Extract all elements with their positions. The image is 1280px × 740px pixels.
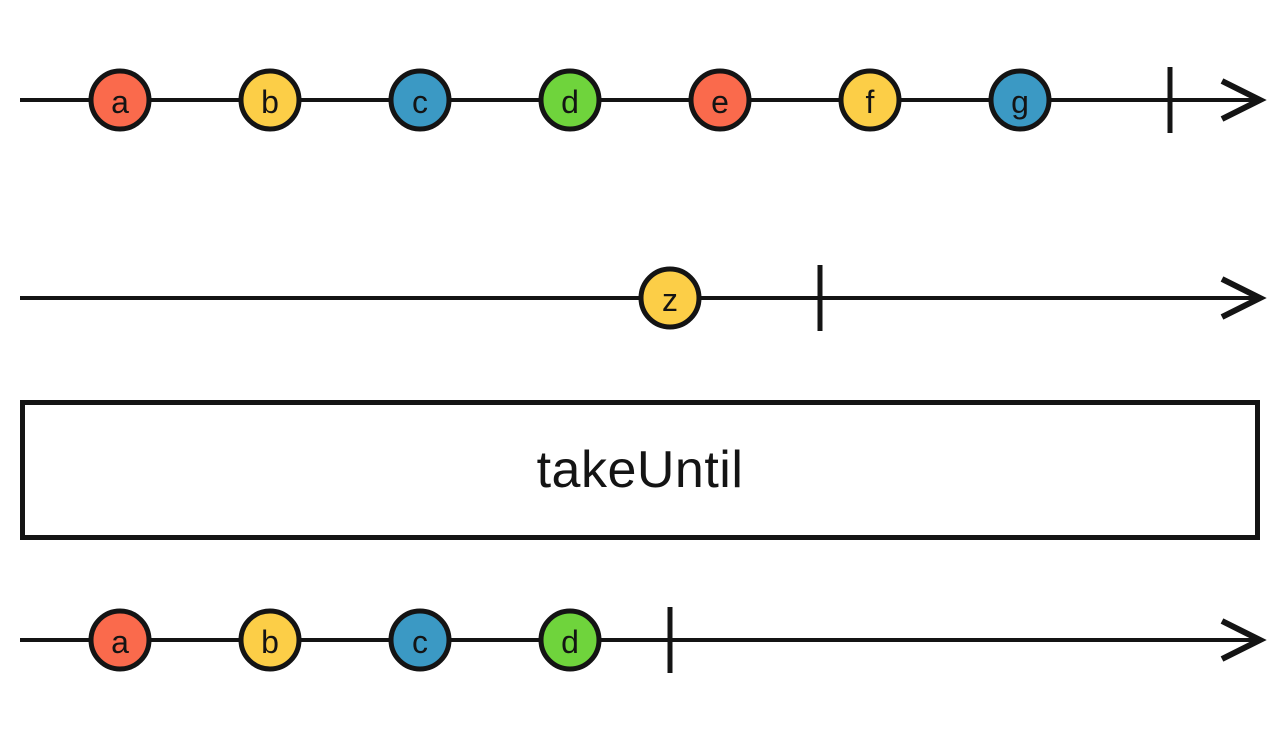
- marble-label: e: [711, 84, 729, 120]
- timeline-notifier-observable: z: [20, 265, 1267, 331]
- marble-label: a: [111, 84, 129, 120]
- arrowhead-icon: [1220, 78, 1267, 122]
- marble-label: z: [662, 282, 678, 318]
- marble-output-observable-c: c: [388, 608, 452, 672]
- arrowhead-icon: [1220, 618, 1267, 662]
- marble-circle[interactable]: [88, 68, 152, 132]
- marble-label: f: [866, 84, 875, 120]
- marble-source-observable-e[interactable]: e: [688, 68, 752, 132]
- marble-circle[interactable]: [638, 266, 702, 330]
- marble-label: c: [412, 624, 428, 660]
- marble-label: a: [111, 624, 129, 660]
- marble-circle[interactable]: [388, 68, 452, 132]
- marble-label: b: [261, 624, 279, 660]
- arrowhead-icon: [1220, 276, 1267, 320]
- marble-circle[interactable]: [688, 68, 752, 132]
- marble-source-observable-b[interactable]: b: [238, 68, 302, 132]
- marble-source-observable-f[interactable]: f: [838, 68, 902, 132]
- marble-circle: [88, 608, 152, 672]
- marble-label: b: [261, 84, 279, 120]
- marble-source-observable-g[interactable]: g: [988, 68, 1052, 132]
- marble-label: c: [412, 84, 428, 120]
- marble-output-observable-d: d: [538, 608, 602, 672]
- marble-circle[interactable]: [988, 68, 1052, 132]
- timeline-output-observable: a b c d: [20, 607, 1267, 673]
- operator-label: takeUntil: [536, 441, 744, 499]
- timeline-source-observable: a b c d e f g: [20, 67, 1267, 133]
- operator-box: takeUntil: [20, 400, 1260, 540]
- marble-circle: [388, 608, 452, 672]
- marble-label: g: [1011, 84, 1029, 120]
- marble-circle[interactable]: [838, 68, 902, 132]
- marble-notifier-observable-z[interactable]: z: [638, 266, 702, 330]
- marble-circle: [238, 608, 302, 672]
- marble-source-observable-a[interactable]: a: [88, 68, 152, 132]
- marble-label: d: [561, 624, 579, 660]
- marble-output-observable-a: a: [88, 608, 152, 672]
- marble-circle[interactable]: [238, 68, 302, 132]
- marble-source-observable-d[interactable]: d: [538, 68, 602, 132]
- marble-circle[interactable]: [538, 68, 602, 132]
- marble-label: d: [561, 84, 579, 120]
- marble-source-observable-c[interactable]: c: [388, 68, 452, 132]
- marble-output-observable-b: b: [238, 608, 302, 672]
- marble-circle: [538, 608, 602, 672]
